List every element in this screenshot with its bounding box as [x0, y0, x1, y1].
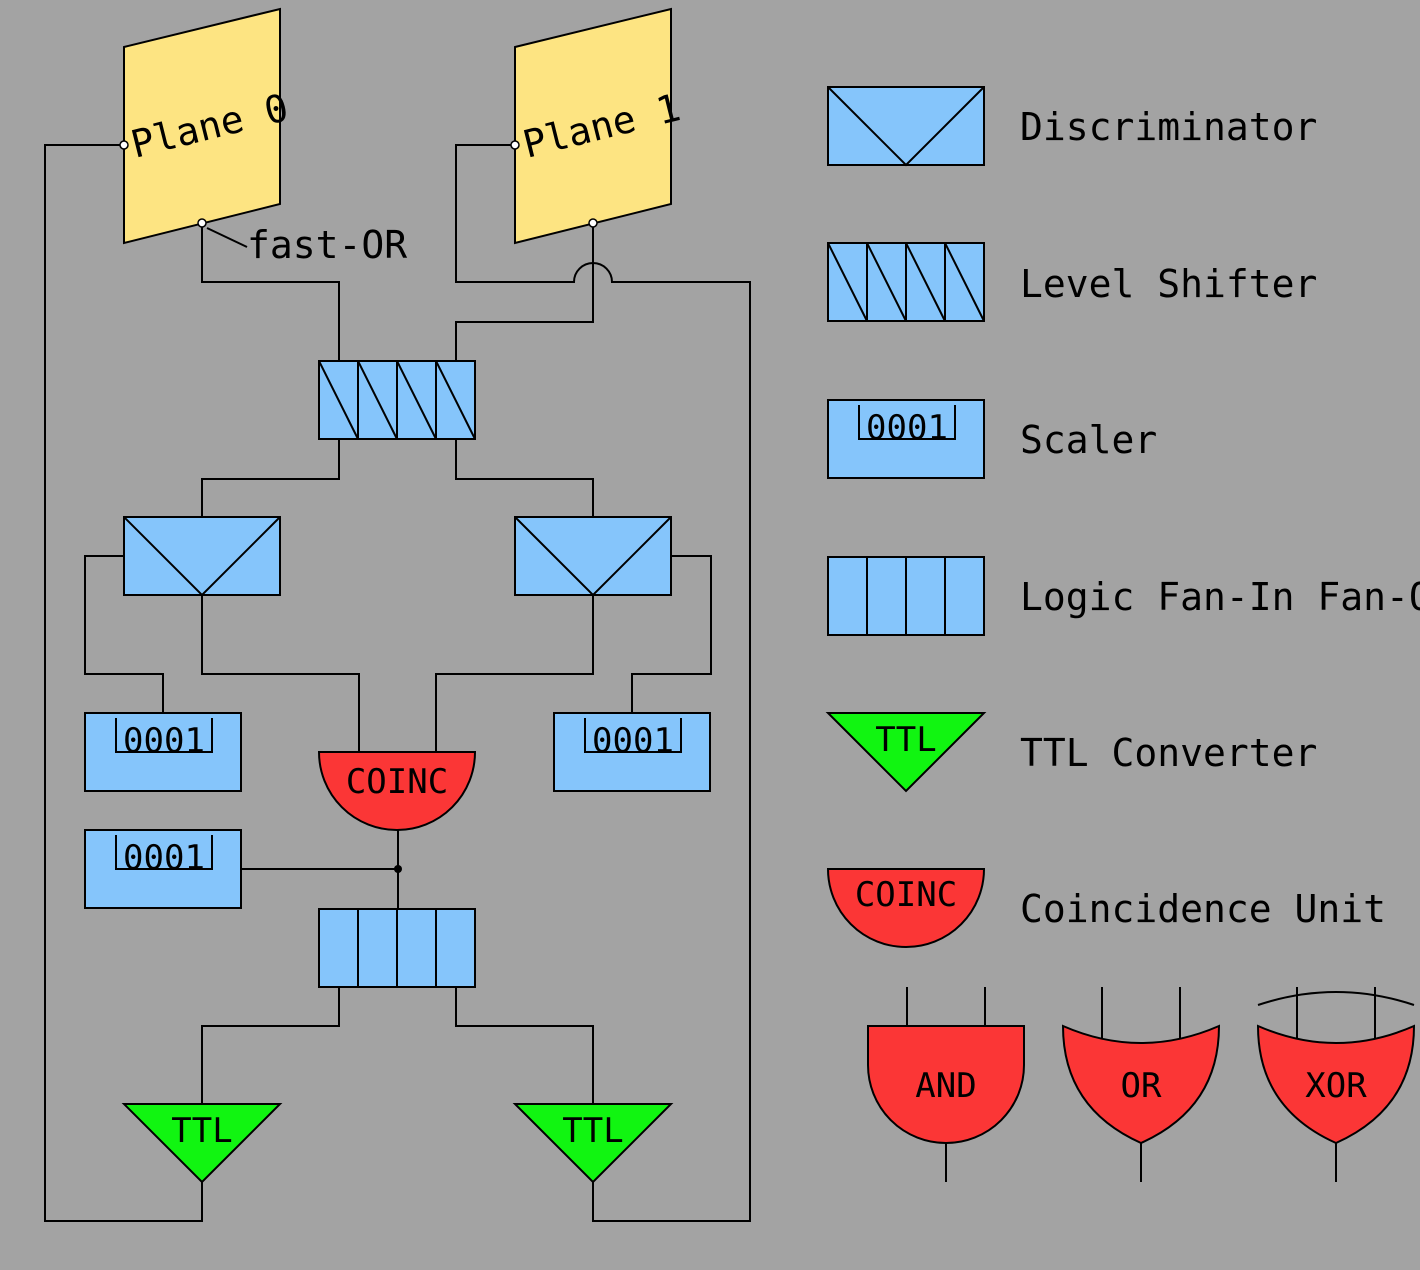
legend-fan-label: Logic Fan-In Fan-Out [1020, 575, 1420, 619]
junction-dot [394, 865, 402, 873]
xor-gate: XOR [1256, 991, 1416, 1145]
plane-0-output-pin [119, 140, 129, 150]
scaler-coinc: 0001 [84, 829, 242, 909]
scaler-right: 0001 [553, 712, 711, 792]
detector-plane-1: Plane 1 [510, 7, 685, 245]
wire-plane1-fastor [455, 223, 594, 361]
legend-scaler-display: 0001 [866, 408, 948, 448]
plane-0-fastor-pin [197, 218, 207, 228]
plane-1-fastor-pin [588, 218, 598, 228]
plane-1-output-pin [510, 140, 520, 150]
legend-scaler-symbol: 0001 [827, 399, 985, 479]
legend-scaler-label: Scaler [1020, 418, 1157, 462]
fan-in-fan-out [318, 908, 476, 988]
wire-disc-left-to-coinc [201, 596, 360, 752]
fast-or-label: fast-OR [247, 223, 407, 267]
scaler-coinc-display: 0001 [123, 838, 205, 878]
wire-fan-to-ttl-right [455, 987, 594, 1104]
wire-plane1-loop [455, 144, 751, 1222]
legend-ttl-symbol: TTL [825, 712, 987, 793]
wire-fan-to-ttl-left [201, 987, 340, 1104]
scaler-left: 0001 [84, 712, 242, 792]
wire-ls-to-disc-left [201, 439, 340, 517]
discriminator-left [123, 516, 281, 597]
wire-disc-right-to-scaler [631, 555, 712, 713]
legend-coinc-text: COINC [855, 875, 957, 915]
legend-level-shifter-label: Level Shifter [1020, 262, 1317, 306]
legend-discriminator-symbol [827, 86, 985, 167]
detector-plane-0: Plane 0 [119, 7, 293, 245]
legend-ttl-label: TTL Converter [1020, 731, 1317, 775]
ttl-right-label: TTL [562, 1111, 623, 1151]
ttl-converter-right: TTL [512, 1103, 674, 1184]
and-gate-label: AND [915, 1066, 976, 1106]
legend-fan-symbol [827, 556, 985, 636]
wire-ls-to-disc-right [455, 439, 594, 517]
scaler-left-display: 0001 [123, 721, 205, 761]
or-gate: OR [1061, 1024, 1221, 1145]
scaler-right-display: 0001 [592, 721, 674, 761]
legend-discriminator-label: Discriminator [1020, 105, 1317, 149]
level-shifter [318, 360, 476, 440]
legend-coinc-symbol: COINC [826, 868, 986, 948]
coincidence-unit: COINC [317, 751, 477, 831]
coinc-label: COINC [346, 762, 448, 802]
legend-level-shifter-symbol [827, 242, 985, 322]
ttl-converter-left: TTL [121, 1103, 283, 1184]
wire-plane0-fastor [201, 223, 340, 361]
or-gate-label: OR [1121, 1066, 1162, 1106]
xor-gate-label: XOR [1305, 1066, 1367, 1106]
and-gate: AND [867, 1025, 1025, 1144]
wire-disc-left-to-scaler [84, 555, 164, 713]
legend-ttl-text: TTL [875, 720, 936, 760]
wire-plane0-loop [44, 144, 203, 1222]
legend: Discriminator Level Shifter 0001 Scaler [825, 86, 1420, 1145]
legend-coinc-label: Coincidence Unit [1020, 887, 1386, 931]
discriminator-right [514, 516, 672, 597]
ttl-left-label: TTL [171, 1111, 232, 1151]
wire-disc-right-to-coinc [435, 596, 594, 752]
fast-or-leader [206, 227, 248, 248]
wires [44, 144, 1376, 1222]
